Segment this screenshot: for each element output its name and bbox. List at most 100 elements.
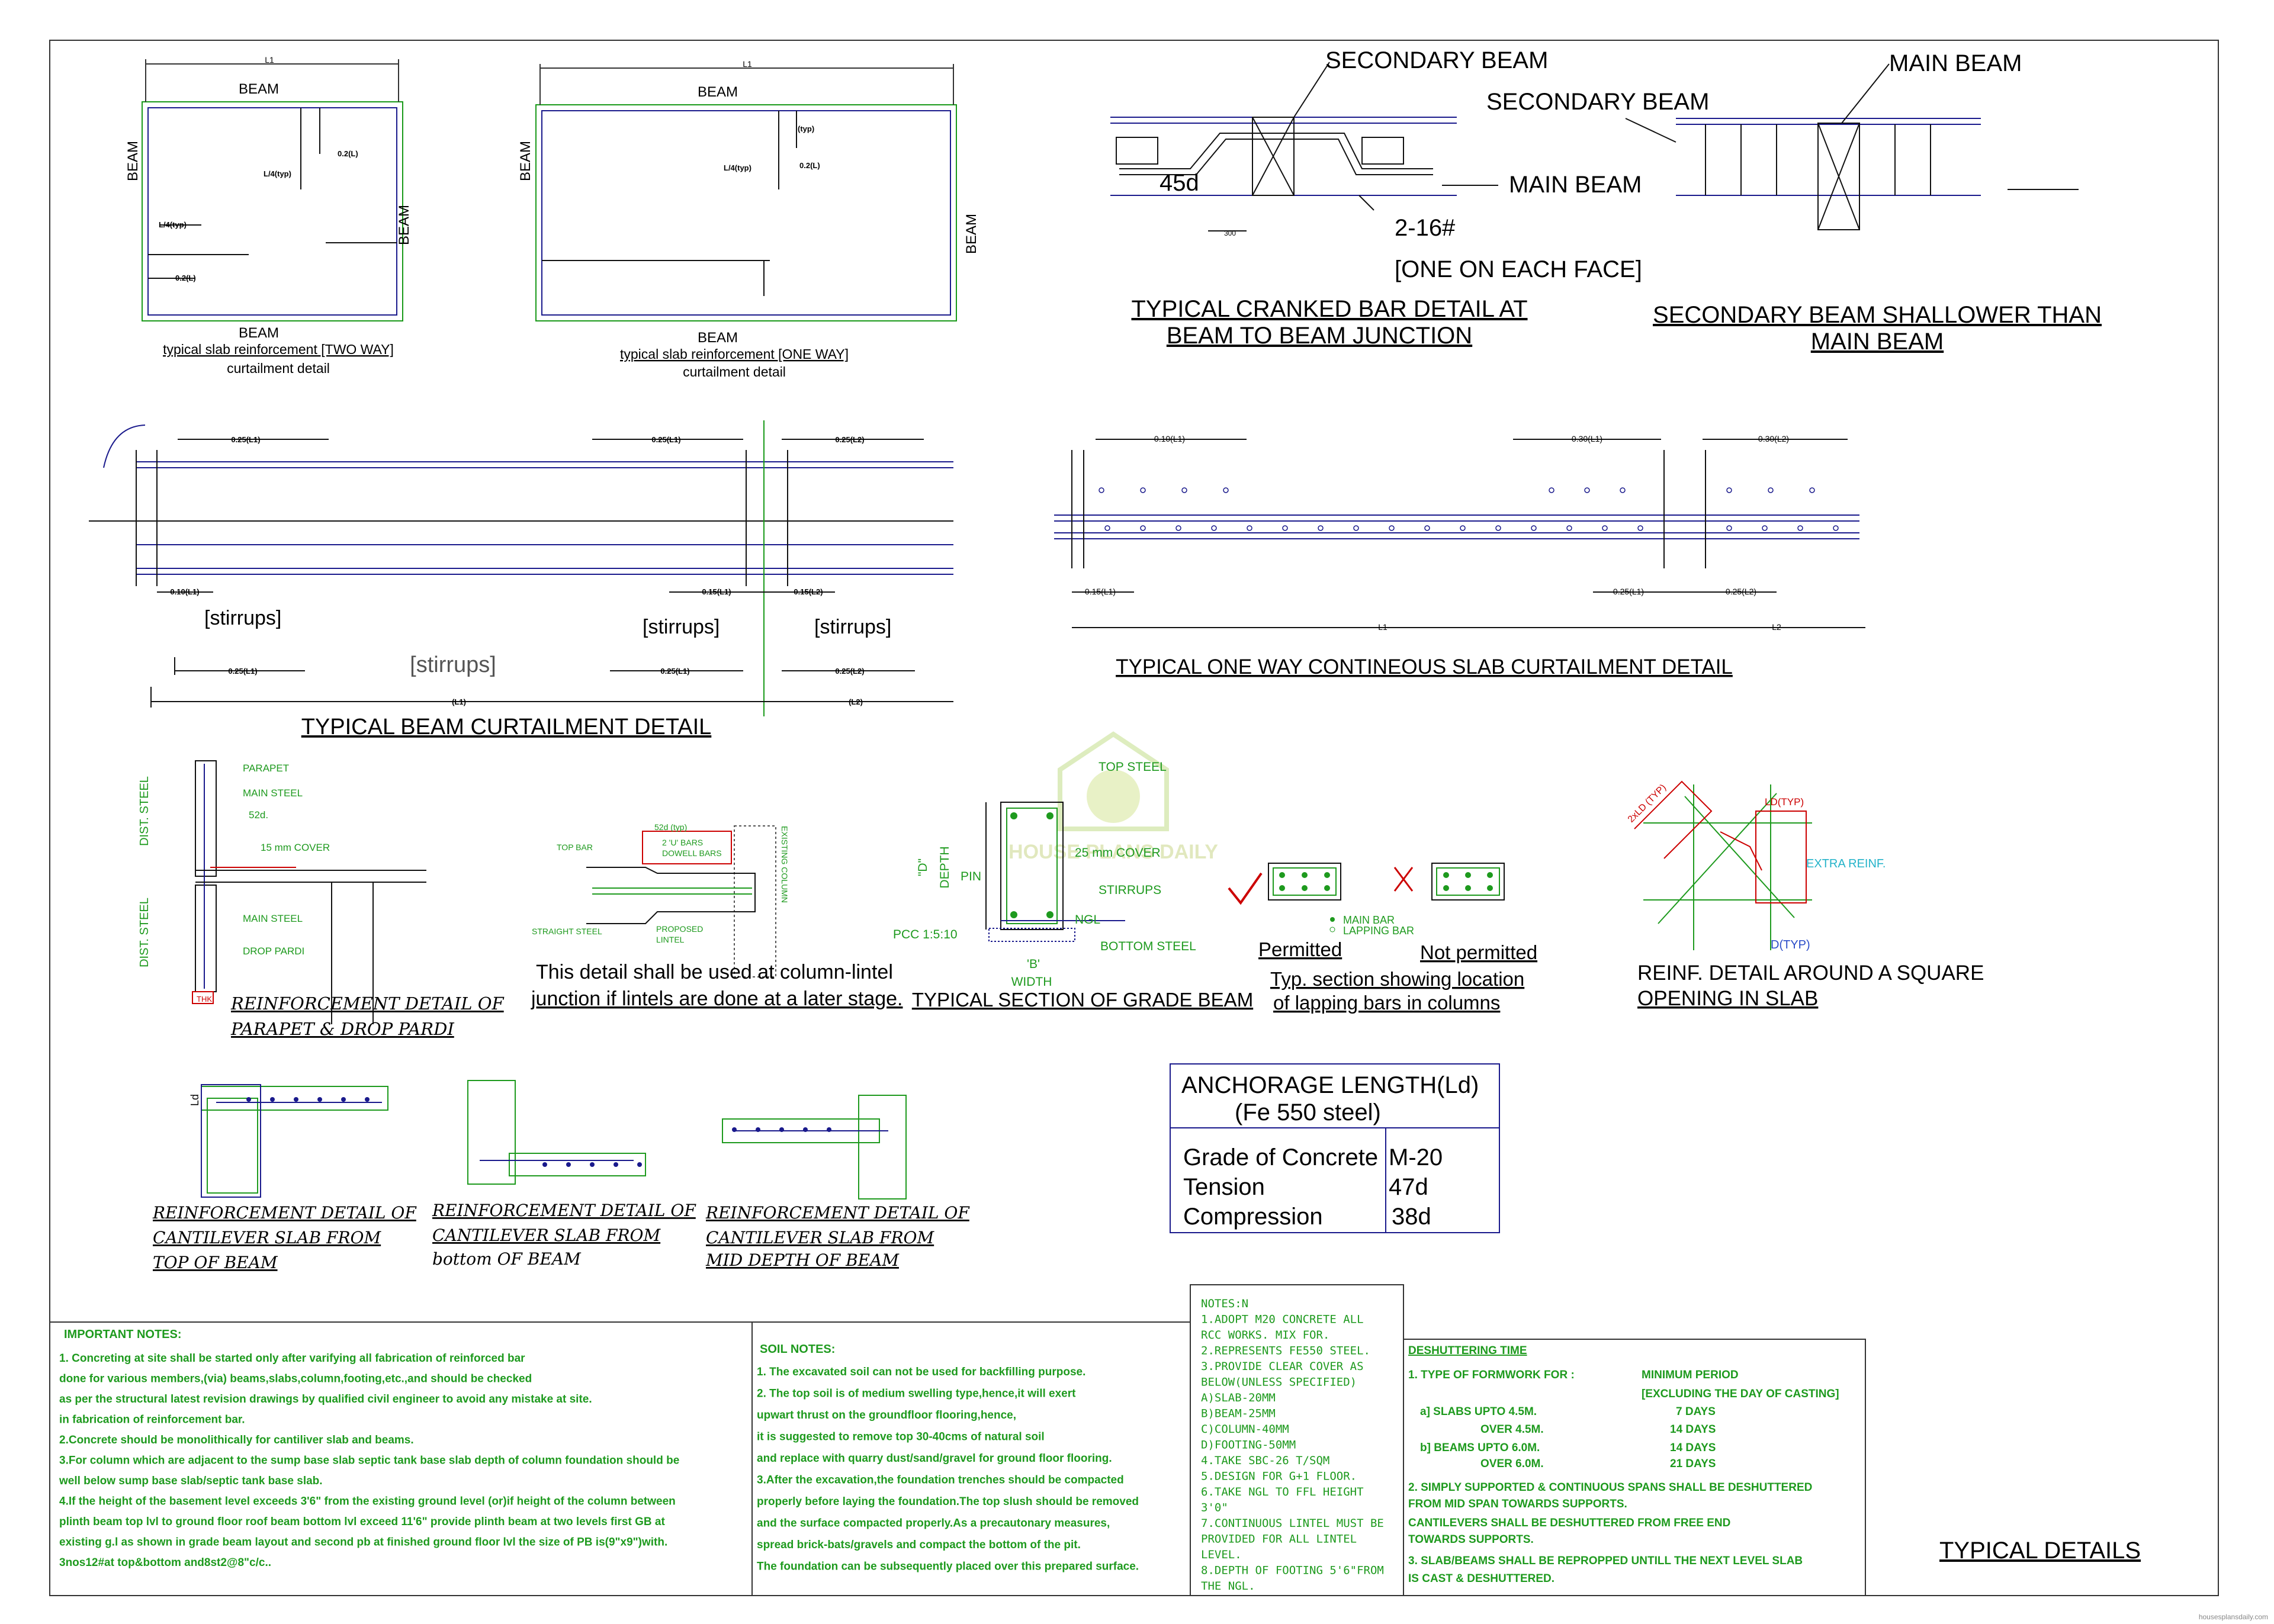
grade-cover: 25 mm COVER [1075, 846, 1161, 860]
cantilever-bot-2: CANTILEVER SLAB FROM [432, 1226, 661, 1245]
slab-two-way-detail [142, 59, 403, 321]
parapet-dist-1: DIST. STEEL [138, 776, 151, 846]
parapet-52d: 52d. [249, 809, 268, 821]
notes-n-line: C)COLUMN-40MM [1201, 1423, 1289, 1436]
cantilever-top-1: REINFORCEMENT DETAIL OF [152, 1203, 417, 1223]
two-way-dim-l4: L/4(typ) [264, 169, 291, 178]
soil-note-line: and replace with quarry dust/sand/gravel… [757, 1452, 1112, 1465]
two-way-dim-l4-left: L/4(typ) [159, 220, 187, 229]
one-way-bar-circles [1099, 487, 1839, 531]
notes-frames [50, 1284, 1866, 1596]
notes-n-line: 8.DEPTH OF FOOTING 5'6"FROM [1201, 1564, 1384, 1577]
grade-top: TOP STEEL [1099, 760, 1167, 774]
beam-curtailment-detail [89, 420, 953, 716]
desh-row-2-label: b] BEAMS UPTO 6.0M. [1420, 1442, 1540, 1454]
one-way-dim-typ: (typ) [798, 124, 814, 133]
soil-note-line: 1. The excavated soil can not be used fo… [757, 1366, 1085, 1378]
two-way-beam-top: BEAM [239, 81, 279, 97]
beam-bottom-dim-3: 0.25(L2) [835, 667, 864, 676]
lintel-straight: STRAIGHT STEEL [532, 927, 602, 936]
soil-note-line: properly before laying the foundation.Th… [757, 1496, 1139, 1508]
grade-beam-detail [985, 802, 1125, 942]
shallower-title-1: SECONDARY BEAM SHALLOWER THAN [1653, 302, 2102, 328]
one-way-continuous-detail [1054, 439, 1865, 628]
anchorage-row-1-label: Tension [1183, 1174, 1265, 1200]
two-way-dim-02-top: 0.2(L) [338, 149, 358, 158]
two-way-dim-02-left: 0.2(L) [175, 274, 196, 282]
cont-dim-6: 0.25(L2) [1726, 587, 1756, 596]
notes-n-line: PROVIDED FOR ALL LINTEL [1201, 1533, 1357, 1546]
cantilever-bottom-detail [467, 1080, 646, 1185]
lap-title-2: of lapping bars in columns [1273, 992, 1500, 1014]
notes-n-line: NOTES:N [1201, 1297, 1248, 1310]
desh-n3-1: 3. SLAB/BEAMS SHALL BE REPROPPED UNTILL … [1408, 1555, 1803, 1567]
desh-row-0-label: a] SLABS UPTO 4.5M. [1420, 1406, 1537, 1418]
grade-beam-bars [1010, 812, 1054, 918]
lintel-52d: 52d (typ) [654, 822, 687, 832]
notes-n-line: 4.TAKE SBC-26 T/SQM [1201, 1454, 1329, 1467]
notes-n-line: 1.ADOPT M20 CONCRETE ALL [1201, 1313, 1364, 1326]
two-way-beam-bottom: BEAM [239, 325, 279, 341]
lap-title-1: Typ. section showing location [1270, 968, 1524, 990]
soil-note-line: The foundation can be subsequently place… [757, 1561, 1139, 1573]
parapet-parapet: PARAPET [243, 763, 289, 774]
one-way-beam-top: BEAM [698, 84, 738, 100]
soil-note-line: 2. The top soil is of medium swelling ty… [757, 1388, 1076, 1400]
desh-row-1-label: OVER 4.5M. [1480, 1423, 1544, 1436]
one-way-caption-1: typical slab reinforcement [ONE WAY] [620, 346, 849, 362]
sheet-title: TYPICAL DETAILS [1939, 1538, 2141, 1564]
important-note-line: 2.Concrete should be monolithically for … [59, 1434, 414, 1446]
cantilever-top-3: TOP OF BEAM [153, 1253, 278, 1272]
footer-url: housesplansdaily.com [2199, 1613, 2268, 1621]
grade-depth: DEPTH [938, 846, 952, 888]
desh-title: DESHUTTERING TIME [1408, 1345, 1527, 1357]
desh-n2-3: CANTILEVERS SHALL BE DESHUTTERED FROM FR… [1408, 1517, 1730, 1529]
cantilever-bot-3: bottom OF BEAM [432, 1249, 582, 1269]
two-way-caption-2: curtailment detail [227, 361, 330, 376]
opening-title-2: OPENING IN SLAB [1637, 987, 1818, 1010]
desh-n3-2: IS CAST & DESHUTTERED. [1408, 1572, 1554, 1585]
desh-row-1-value: 14 DAYS [1670, 1423, 1716, 1436]
desh-h2: MINIMUM PERIOD [1642, 1369, 1739, 1381]
watermark-logo: HOUSE PLANS DAILY [1008, 731, 1218, 863]
one-way-beam-right: BEAM [963, 214, 979, 254]
opening-title-1: REINF. DETAIL AROUND A SQUARE [1637, 961, 1984, 985]
lap-permitted: Permitted [1258, 938, 1342, 960]
one-way-span: L1 [743, 59, 752, 69]
beam-dim-4: 0.10(L1) [170, 587, 199, 596]
parapet-detail [192, 760, 426, 1024]
notes-n-line: BELOW(UNLESS SPECIFIED) [1201, 1376, 1357, 1389]
anchorage-row-0-label: Grade of Concrete [1183, 1144, 1378, 1170]
beam-stirrups-mid: [stirrups] [410, 652, 496, 677]
one-way-beam-left: BEAM [518, 141, 534, 181]
cranked-dim: 300 [1224, 229, 1236, 237]
notes-n-line: D)FOOTING-50MM [1201, 1439, 1296, 1452]
beam-stirrups-1: [stirrups] [204, 607, 281, 629]
cranked-bar-detail [1110, 62, 1498, 231]
lintel-note-1: This detail shall be used at column-lint… [536, 961, 893, 983]
notes-n-line: THE NGL. [1201, 1580, 1255, 1593]
cranked-title-1: TYPICAL CRANKED BAR DETAIL AT [1131, 296, 1527, 322]
grade-b: 'B' [1027, 957, 1040, 971]
notes-n-line: 3'0" [1201, 1501, 1228, 1514]
watermark-text: HOUSE PLANS DAILY [1008, 841, 1218, 863]
one-way-beam-bottom: BEAM [698, 330, 738, 346]
beam-bottom-dim-1: 0.25(L1) [228, 667, 257, 676]
important-notes-title: IMPORTANT NOTES: [64, 1328, 182, 1341]
notes-n-line: 3.PROVIDE CLEAR COVER AS [1201, 1360, 1364, 1373]
soil-note-line: spread brick-bats/gravels and compact th… [757, 1539, 1081, 1551]
desh-row-3-value: 21 DAYS [1670, 1458, 1716, 1470]
cranked-bars: 2-16# [1395, 215, 1456, 241]
desh-row-2-value: 14 DAYS [1670, 1442, 1716, 1454]
cantilever-mid-2: CANTILEVER SLAB FROM [706, 1228, 934, 1247]
grade-stirrups: STIRRUPS [1099, 883, 1161, 897]
soil-note-line: it is suggested to remove top 30-40cms o… [757, 1431, 1045, 1443]
beam-dim-1: 0.25(L1) [231, 435, 260, 444]
lintel-detail [586, 825, 776, 977]
cantilever-bot-1: REINFORCEMENT DETAIL OF [432, 1201, 696, 1220]
beam-dim-6: 0.15(L2) [794, 587, 823, 596]
lintel-column: EXISTING COLUMN [780, 826, 789, 903]
cranked-45d: 45d [1160, 170, 1199, 196]
notes-n-line: 5.DESIGN FOR G+1 FLOOR. [1201, 1470, 1357, 1483]
anchorage-title-2: (Fe 550 steel) [1235, 1099, 1381, 1125]
